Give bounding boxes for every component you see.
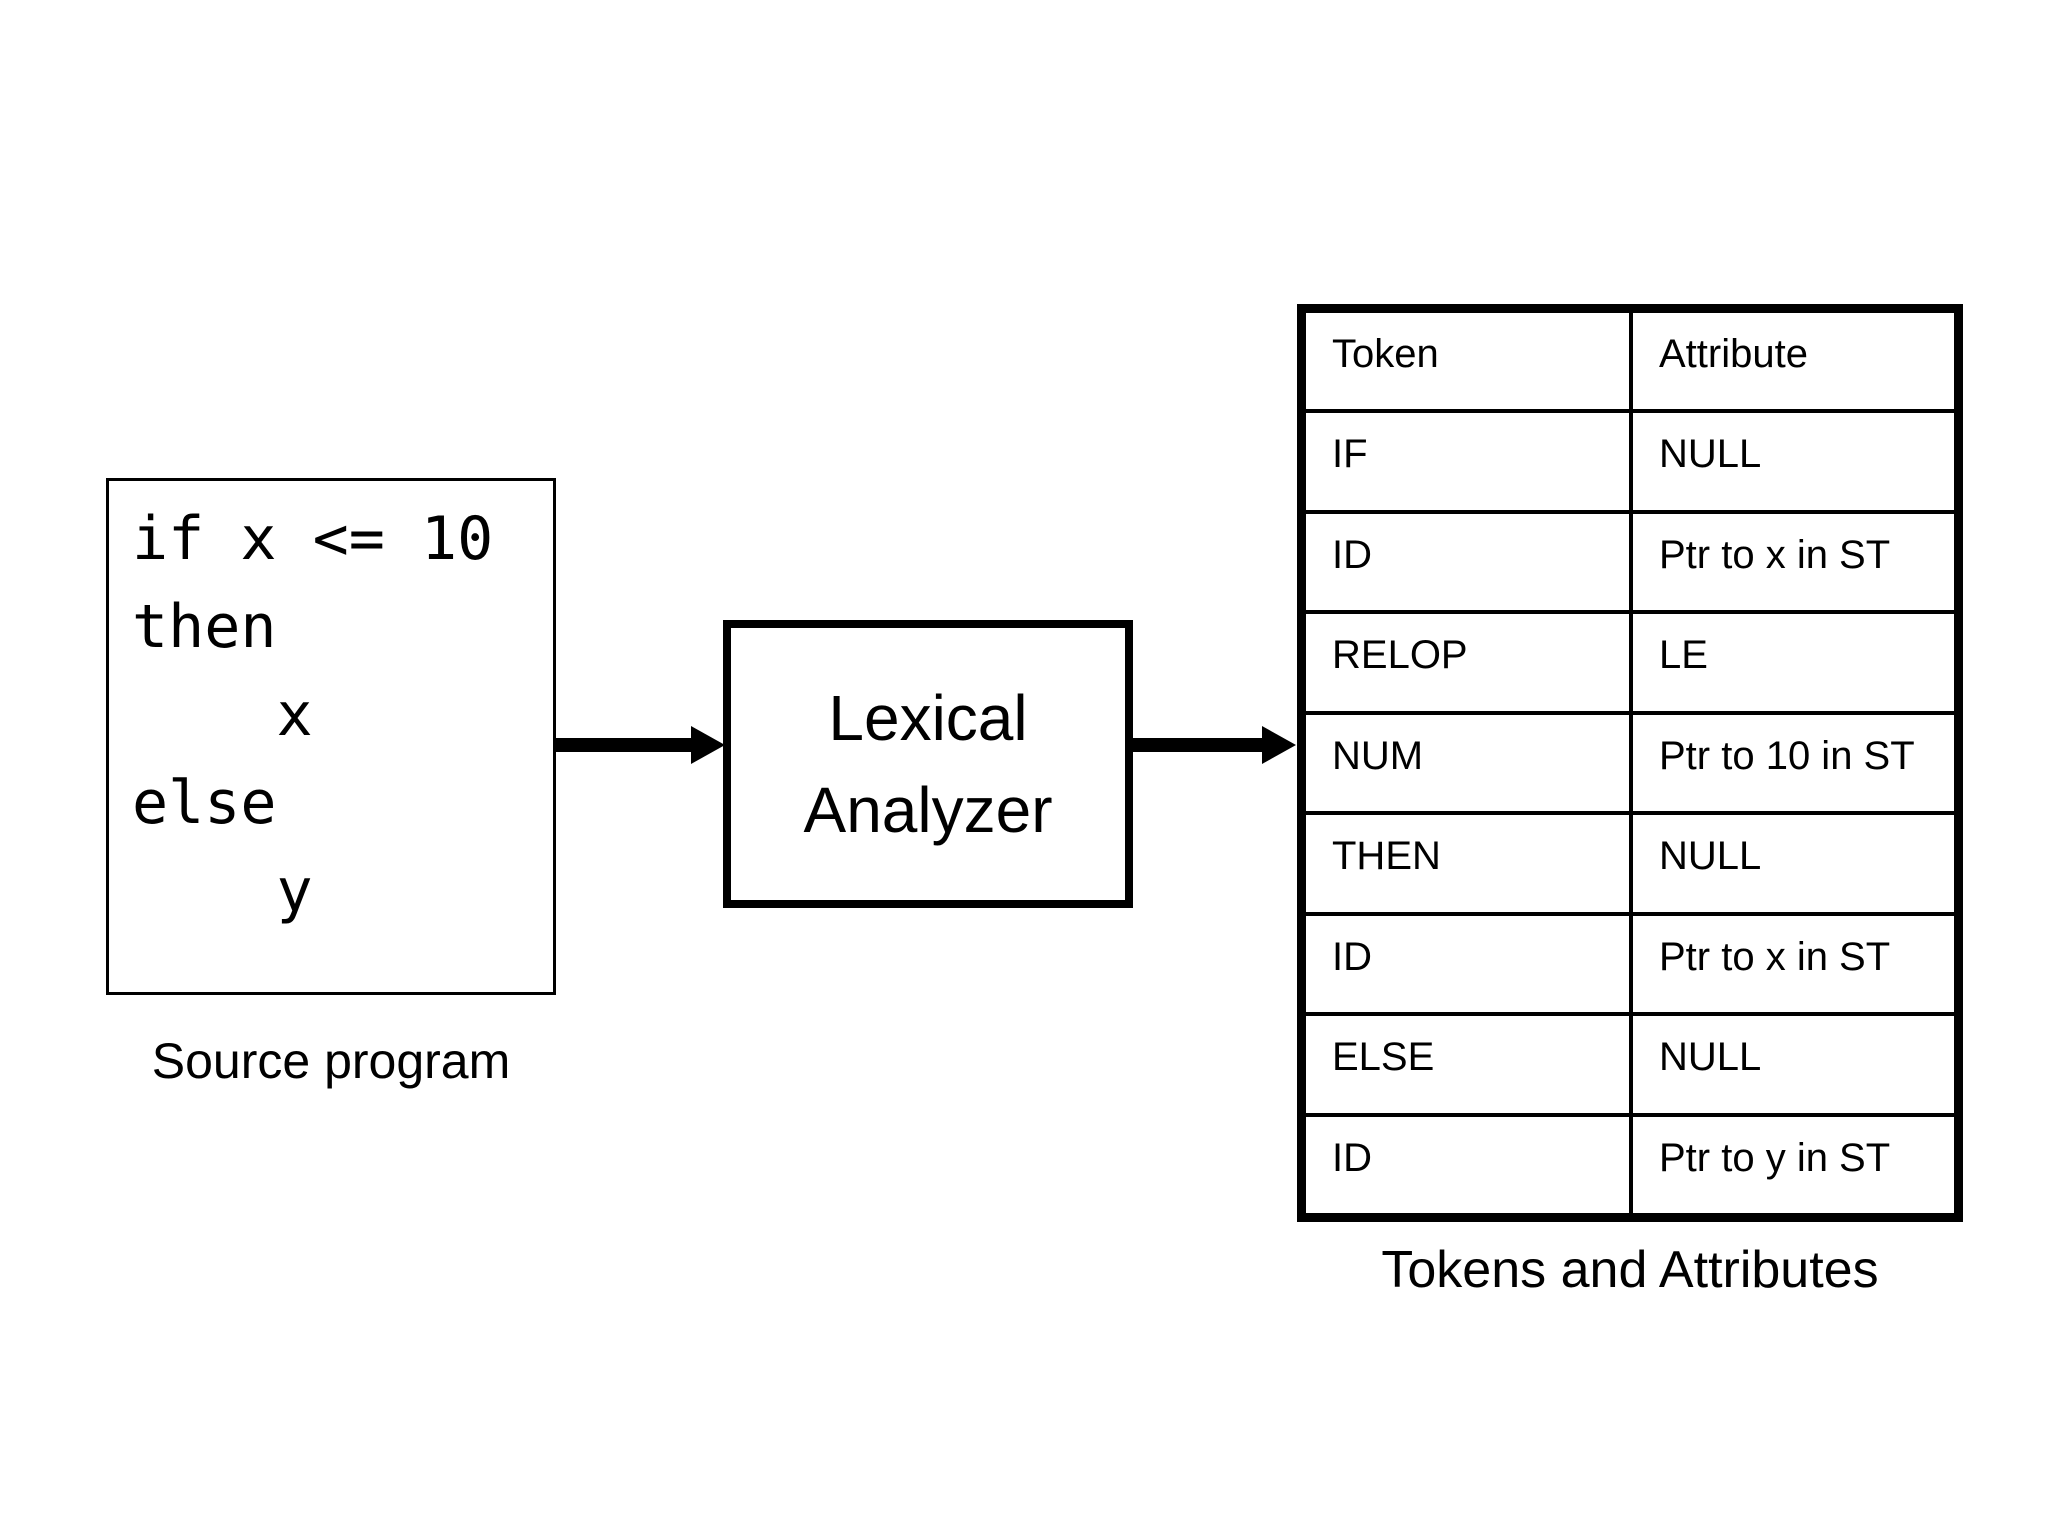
token-cell: NUM — [1306, 714, 1633, 812]
source-code-line: x — [132, 680, 313, 750]
attribute-cell: Ptr to 10 in ST — [1659, 733, 1915, 778]
token-cell: ID — [1306, 1116, 1633, 1213]
table-row: THEN NULL — [1306, 815, 1954, 916]
token-cell: ELSE — [1306, 1016, 1633, 1113]
lexical-analyzer-label-line1: Lexical — [828, 682, 1028, 754]
attribute-cell: Ptr to x in ST — [1659, 532, 1891, 577]
table-row: ELSE NULL — [1306, 1016, 1954, 1117]
table-header-row: Token Attribute — [1306, 313, 1954, 414]
attribute-cell: Ptr to x in ST — [1659, 934, 1891, 979]
arrow-shaft — [556, 738, 692, 752]
token-cell: ID — [1306, 915, 1633, 1013]
lexical-analyzer-label-line2: Analyzer — [803, 774, 1053, 846]
source-code-line: then — [132, 592, 277, 662]
source-program-caption: Source program — [151, 1033, 511, 1089]
table-row: RELOP LE — [1306, 614, 1954, 715]
token-cell: THEN — [1306, 815, 1633, 912]
source-program-box: if x <= 10 then x else y — [106, 478, 556, 995]
arrowhead-right-icon — [1262, 726, 1296, 764]
source-code-line: y — [132, 856, 313, 926]
table-row: IF NULL — [1306, 413, 1954, 514]
attribute-cell: NULL — [1659, 834, 1762, 879]
lexical-analyzer-box: Lexical Analyzer — [723, 620, 1133, 908]
table-row: ID Ptr to x in ST — [1306, 915, 1954, 1017]
header-cell-token: Token — [1306, 313, 1633, 410]
tokens-table-caption: Tokens and Attributes — [1381, 1241, 1879, 1299]
attribute-cell: Ptr to y in ST — [1659, 1135, 1891, 1180]
token-cell: IF — [1306, 413, 1633, 510]
attribute-cell: NULL — [1659, 1035, 1762, 1080]
arrow-shaft — [1131, 738, 1263, 752]
table-row: NUM Ptr to 10 in ST — [1306, 714, 1954, 816]
tokens-table: Token Attribute IF NULL ID Ptr to x in S… — [1297, 304, 1963, 1222]
table-row: ID Ptr to x in ST — [1306, 513, 1954, 615]
arrowhead-right-icon — [691, 726, 725, 764]
source-code-line: else — [132, 768, 277, 838]
source-code-line: if x <= 10 — [132, 504, 494, 574]
header-cell-attribute: Attribute — [1659, 332, 1808, 376]
attribute-cell: LE — [1659, 633, 1708, 678]
token-cell: RELOP — [1306, 614, 1633, 711]
attribute-cell: NULL — [1659, 432, 1762, 477]
token-cell: ID — [1306, 513, 1633, 611]
table-row: ID Ptr to y in ST — [1306, 1116, 1954, 1213]
